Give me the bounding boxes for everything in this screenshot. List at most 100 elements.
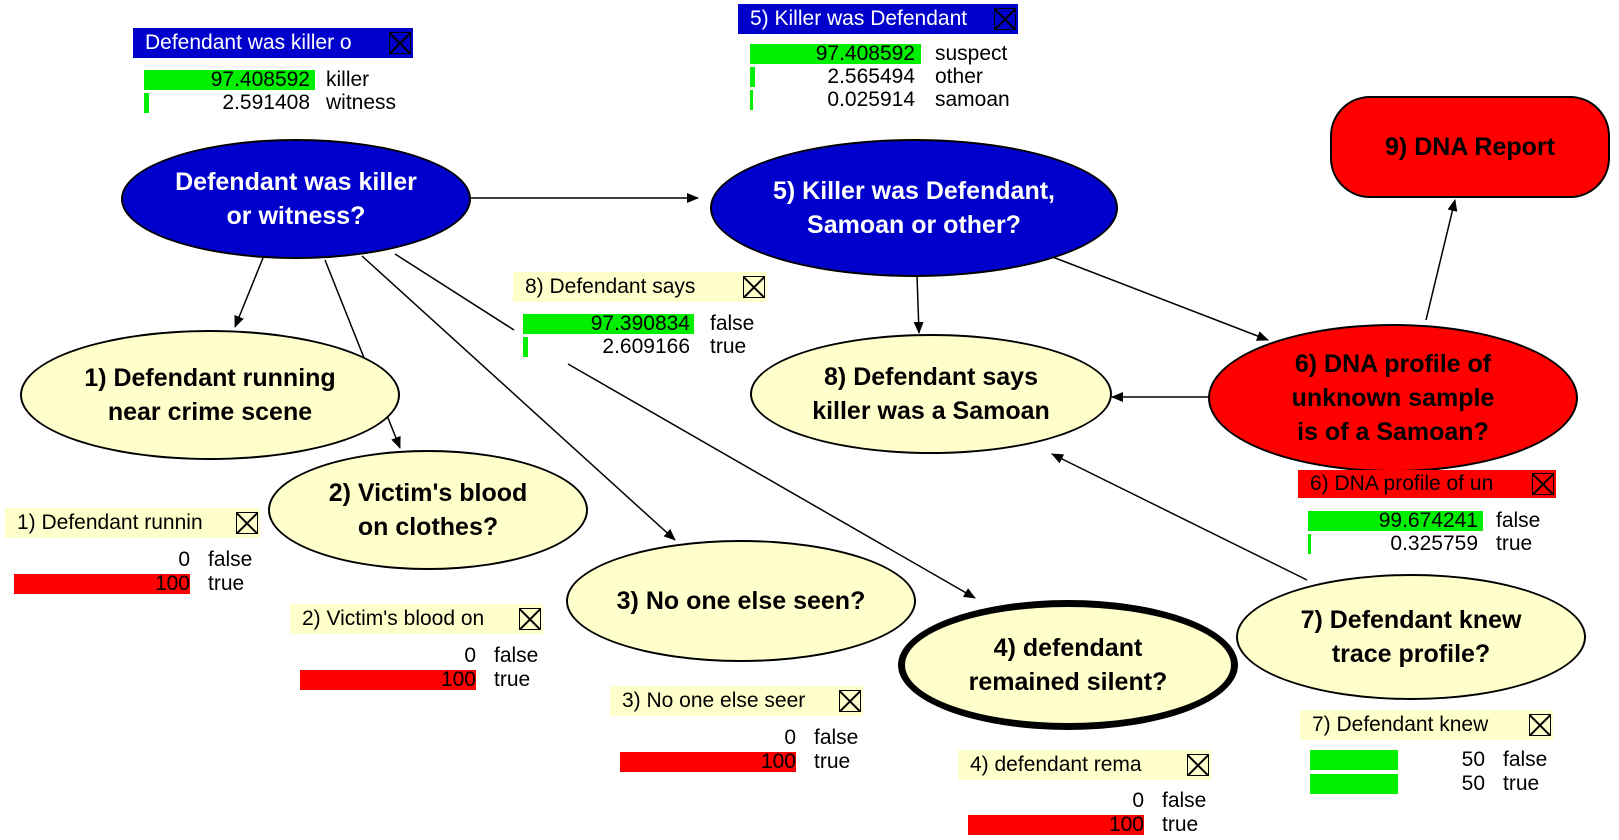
monitor-title[interactable]: 2) Victim's blood on (290, 604, 543, 634)
node-label: 6) DNA profile of unknown sample is of a… (1291, 350, 1495, 446)
state-label: other (935, 65, 983, 88)
state-label: false (1162, 789, 1207, 812)
belief-value: 100 (154, 572, 190, 595)
belief-row: 100 true (5, 572, 270, 596)
close-icon[interactable] (994, 8, 1016, 30)
monitor-title-text: 7) Defendant knew (1312, 713, 1489, 736)
monitor-title[interactable]: 3) No one else seer (610, 686, 863, 716)
monitor-defendant-killer: Defendant was killer o 97.408592 killer … (130, 28, 420, 114)
monitor-title-text: Defendant was killer o (145, 31, 352, 54)
node-victims-blood[interactable]: 2) Victim's blood on clothes? (268, 450, 588, 570)
state-label: samoan (935, 88, 1010, 111)
monitor-title-text: 2) Victim's blood on (302, 607, 485, 630)
belief-row: 100 true (958, 813, 1223, 837)
node-label: 9) DNA Report (1385, 133, 1555, 161)
belief-row: 0 false (5, 548, 270, 572)
belief-value: 0 (784, 726, 796, 749)
monitor-defendant-knew: 7) Defendant knew 50 false 50 true (1300, 710, 1565, 800)
belief-value: 2.609166 (602, 335, 690, 358)
belief-bar (750, 90, 753, 110)
node-label: 2) Victim's blood on clothes? (328, 479, 528, 541)
state-label: false (1503, 748, 1548, 771)
edge-5-to-8 (913, 275, 924, 334)
monitor-no-one-else-seen: 3) No one else seer 0 false 100 true (610, 686, 875, 776)
belief-value: 0 (1132, 789, 1144, 812)
edge-7-to-8 (1051, 453, 1308, 581)
node-killer-was-defendant-samoan-or-other[interactable]: 5) Killer was Defendant, Samoan or other… (710, 139, 1118, 277)
node-label: 7) Defendant knew trace profile? (1300, 606, 1522, 668)
belief-value: 0.025914 (827, 88, 915, 111)
node-dna-report[interactable]: 9) DNA Report (1330, 96, 1610, 198)
node-defendant-killer-or-witness[interactable]: Defendant was killer or witness? (121, 139, 471, 259)
belief-bar (968, 815, 1144, 835)
node-defendant-running[interactable]: 1) Defendant running near crime scene (20, 330, 400, 460)
monitor-dna-profile: 6) DNA profile of un 99.674241 false 0.3… (1298, 470, 1568, 560)
belief-row: 0.025914 samoan (735, 88, 1035, 112)
close-icon[interactable] (519, 608, 541, 630)
node-label: 4) defendant remained silent? (968, 634, 1168, 696)
node-defendant-says-samoan[interactable]: 8) Defendant says killer was a Samoan (750, 334, 1112, 454)
belief-row: 97.408592 suspect (735, 42, 1035, 66)
belief-row: 0 false (958, 789, 1223, 813)
close-icon[interactable] (1532, 473, 1554, 495)
monitor-title[interactable]: 7) Defendant knew (1300, 710, 1553, 740)
node-defendant-remained-silent[interactable]: 4) defendant remained silent? (898, 600, 1238, 730)
belief-bar (523, 314, 695, 334)
state-label: false (208, 548, 253, 571)
belief-value: 100 (760, 750, 796, 773)
monitor-title-text: 3) No one else seer (622, 689, 806, 712)
node-no-one-else-seen[interactable]: 3) No one else seen? (566, 540, 916, 662)
close-icon[interactable] (839, 690, 861, 712)
node-label: 3) No one else seen? (616, 587, 866, 615)
belief-bar (750, 44, 922, 64)
belief-bar (620, 752, 796, 772)
belief-row: 0 false (290, 644, 555, 668)
monitor-title[interactable]: 6) DNA profile of un (1298, 470, 1556, 498)
belief-value: 2.565494 (827, 65, 915, 88)
close-icon[interactable] (1529, 714, 1551, 736)
state-label: true (494, 668, 531, 691)
monitor-title-text: 6) DNA profile of un (1310, 472, 1494, 495)
monitor-title[interactable]: 1) Defendant runnin (5, 508, 260, 538)
state-label: witness (326, 91, 397, 114)
monitor-title[interactable]: 5) Killer was Defendant (738, 4, 1018, 34)
close-icon[interactable] (1187, 754, 1209, 776)
state-label: false (494, 644, 539, 667)
belief-bar (300, 670, 476, 690)
state-label: true (1496, 532, 1533, 555)
belief-value: 0 (464, 644, 476, 667)
edge-6-to-9 (1425, 199, 1458, 321)
state-label: true (814, 750, 851, 773)
node-defendant-knew-trace-profile[interactable]: 7) Defendant knew trace profile? (1236, 574, 1586, 700)
belief-bar (1308, 534, 1311, 554)
belief-row: 0 false (610, 726, 875, 750)
belief-value: 99.674241 (1378, 509, 1478, 532)
belief-value: 0.325759 (1390, 532, 1478, 555)
monitor-title[interactable]: 8) Defendant says (513, 272, 767, 302)
belief-row: 50 false (1300, 748, 1565, 772)
belief-row: 100 true (290, 668, 555, 692)
edge-5-to-6 (1049, 255, 1269, 341)
belief-value: 97.408592 (815, 42, 915, 65)
belief-value: 100 (440, 668, 476, 691)
edge-killer-to-3 (361, 255, 676, 541)
belief-row: 2.609166 true (510, 335, 780, 359)
state-label: false (710, 312, 755, 335)
monitor-title[interactable]: Defendant was killer o (133, 28, 413, 58)
edge-killer-to-1 (234, 257, 264, 328)
monitor-title-text: 5) Killer was Defendant (750, 7, 968, 30)
belief-value: 50 (1461, 748, 1485, 771)
state-label: true (1162, 813, 1199, 836)
monitor-killer-was-defendant: 5) Killer was Defendant 97.408592 suspec… (735, 4, 1035, 112)
close-icon[interactable] (236, 512, 258, 534)
node-dna-profile-samoan[interactable]: 6) DNA profile of unknown sample is of a… (1208, 324, 1578, 472)
belief-bar (1308, 511, 1484, 531)
close-icon[interactable] (389, 32, 411, 54)
belief-bar (750, 67, 755, 87)
close-icon[interactable] (743, 276, 765, 298)
monitor-title-text: 8) Defendant says (525, 275, 696, 298)
monitor-title[interactable]: 4) defendant rema (958, 750, 1211, 780)
state-label: true (710, 335, 747, 358)
belief-bar (523, 337, 528, 357)
